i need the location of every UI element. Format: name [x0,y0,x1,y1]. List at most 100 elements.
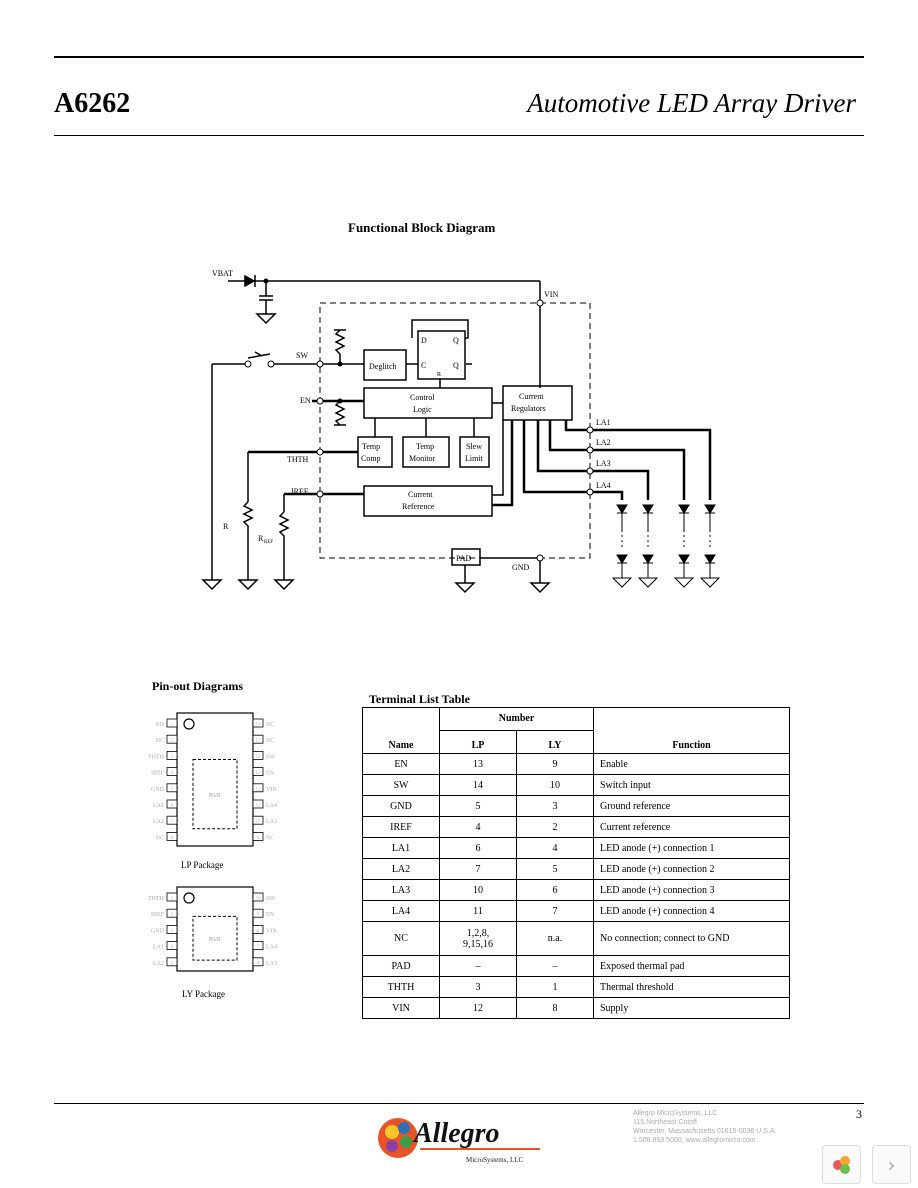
pad-label: PAD [209,793,221,799]
label-rref-sub: REF [264,540,273,545]
ly-package-label: LY Package [182,989,225,999]
cell-function: LED anode (+) connection 2 [593,858,790,880]
pin-right-name: LA3 [266,961,277,967]
lp-package-label: LP Package [181,860,223,870]
cell-name: EN [362,753,440,775]
block-curreg-2: Regulators [511,404,546,413]
pin-left-num: 3 [171,929,174,934]
pin-left-num: 4 [171,945,174,950]
net-gnd: GND [512,563,530,572]
pin-left-name: LA2 [153,961,164,967]
pin-right-name: NC [266,738,274,744]
th-number: Number [439,707,594,731]
pin-left-name: NC [156,835,164,841]
viewer-logo-button[interactable] [822,1145,861,1184]
cell-lp: 3 [439,976,517,998]
led-diode [704,504,716,514]
terminal-table-title: Terminal List Table [369,692,470,706]
dff-r: R [437,372,441,378]
cell-ly: 1 [516,976,594,998]
pin-right-num: 9 [257,913,260,918]
pin-right-num: 14 [256,755,262,760]
next-page-button[interactable]: › [872,1145,911,1184]
pin-right [252,767,264,776]
net-en: EN [300,396,311,405]
pin-right-num: 7 [257,945,260,950]
pin-left [166,941,178,951]
pin-right [252,718,264,728]
pin-right-num: 9 [257,836,260,841]
block-slew-2: Limit [465,454,484,463]
exposed-pad [192,915,238,961]
pin-right-name: EN [266,771,275,777]
pin-right-name: NC [266,722,274,728]
block-slew-1: Slew [466,442,482,451]
ground-symbol [699,577,721,588]
block-control-2: Logic [413,405,432,414]
pin-right-name: LA4 [266,945,277,951]
cell-name: SW [362,774,440,796]
cell-ly: 2 [516,816,594,838]
header-bottom-rule [54,135,864,136]
footer-rule [54,1103,864,1104]
pin-right-name: SW [266,754,275,760]
led-diode [616,554,628,564]
table-row: PAD––Exposed thermal pad [362,955,790,977]
cell-lp: 14 [439,774,517,796]
pin-right-num: 12 [256,787,262,792]
pin-left [166,815,178,825]
cell-function: Enable [593,753,790,775]
cell-name: IREF [362,816,440,838]
label-rth: R [223,522,229,531]
cell-ly: 9 [516,753,594,775]
cell-function: LED anode (+) connection 4 [593,900,790,922]
block-tempcomp-1: Temp [362,442,380,451]
pin-left-num: 4 [171,771,174,776]
block-tempcomp-2: Comp [361,454,381,463]
chevron-right-icon: › [887,1152,896,1177]
pin-right-num: 10 [256,820,262,825]
block-curreg-1: Current [519,392,544,401]
pin-right-name: LA3 [266,819,277,825]
pin-left-name: THTH [148,754,165,760]
cell-function: Ground reference [593,795,790,817]
pin-right [252,751,264,760]
led-diode [642,554,654,564]
cell-lp: – [439,955,517,977]
pin-left [166,957,178,967]
pin-left-name: NC [156,738,164,744]
pin-right-name: EN [266,912,275,918]
exposed-pad [192,759,238,830]
block-control-1: Control [410,393,435,402]
pin1-marker [183,892,195,904]
net-la3: LA3 [596,459,611,468]
th-lp: LP [439,730,517,754]
cell-function: Supply [593,997,790,1019]
pin-left [166,832,178,841]
part-number: A6262 [54,88,131,119]
package-body [176,712,254,847]
pin-left-num: 1 [171,897,174,902]
pin-left-num: 8 [171,836,174,841]
pin-left-num: 2 [171,913,174,918]
cell-lp: 12 [439,997,517,1019]
pin-left [166,799,178,809]
net-la1: LA1 [596,418,611,427]
pin-left [166,783,178,793]
footer-address: Allegro MicroSystems, LLC 115 Northeast … [633,1110,777,1144]
pin1-marker [183,718,195,730]
cell-name: VIN [362,997,440,1019]
dff-q: Q [453,361,459,370]
block-deglitch: Deglitch [369,362,397,371]
cell-ly: n.a. [516,921,594,956]
cell-function: Switch input [593,774,790,796]
cell-lp: 1,2,8, 9,15,16 [439,921,517,956]
block-diagram-title: Functional Block Diagram [348,220,496,235]
dff-q-top: Q [453,336,459,345]
